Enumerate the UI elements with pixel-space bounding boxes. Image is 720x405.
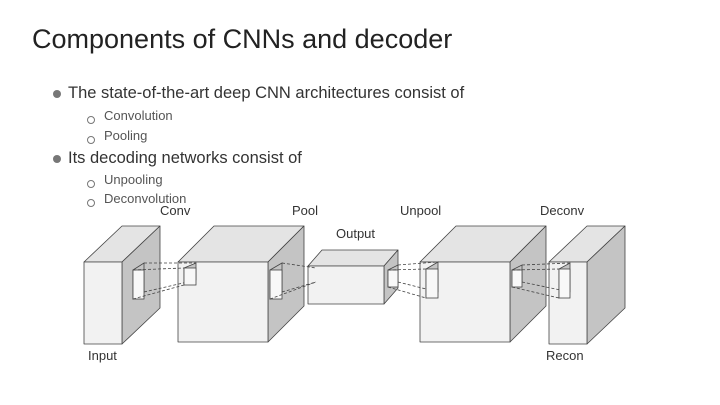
conv-block (177, 225, 305, 343)
sub-bullet-circle-icon (87, 136, 95, 144)
kernel-unpool-recon (511, 262, 571, 299)
slide-title: Components of CNNs and decoder (32, 24, 453, 54)
sub-bullet-circle-icon (87, 199, 95, 207)
bullet-dot-icon (53, 155, 61, 163)
recon-block (548, 225, 626, 345)
sub-bullet-convolution: Convolution (104, 108, 173, 123)
bullet-decoding-networks: Its decoding networks consist of (68, 149, 302, 167)
sub-bullet-deconvolution: Deconvolution (104, 191, 187, 206)
deconv-label: Deconv (540, 203, 585, 218)
sub-bullet-pooling: Pooling (104, 128, 148, 143)
bullet-dot-icon (53, 90, 61, 98)
unpool-block (419, 225, 547, 343)
input-label: Input (88, 348, 117, 363)
kernel-conv-output (269, 262, 317, 300)
recon-label: Recon (546, 348, 584, 363)
bullet-cnn-architectures: The state-of-the-art deep CNN architectu… (68, 84, 465, 102)
sub-bullet-circle-icon (87, 116, 95, 124)
sub-bullet-unpooling: Unpooling (104, 172, 163, 187)
kernel-output-unpool (387, 261, 439, 299)
input-block (83, 225, 161, 345)
conv-label: Conv (160, 203, 191, 218)
output-label: Output (336, 226, 375, 241)
pool-label: Pool (292, 203, 318, 218)
kernel-input-conv (132, 262, 197, 300)
output-block (307, 249, 399, 305)
unpool-label: Unpool (400, 203, 441, 218)
sub-bullet-circle-icon (87, 180, 95, 188)
